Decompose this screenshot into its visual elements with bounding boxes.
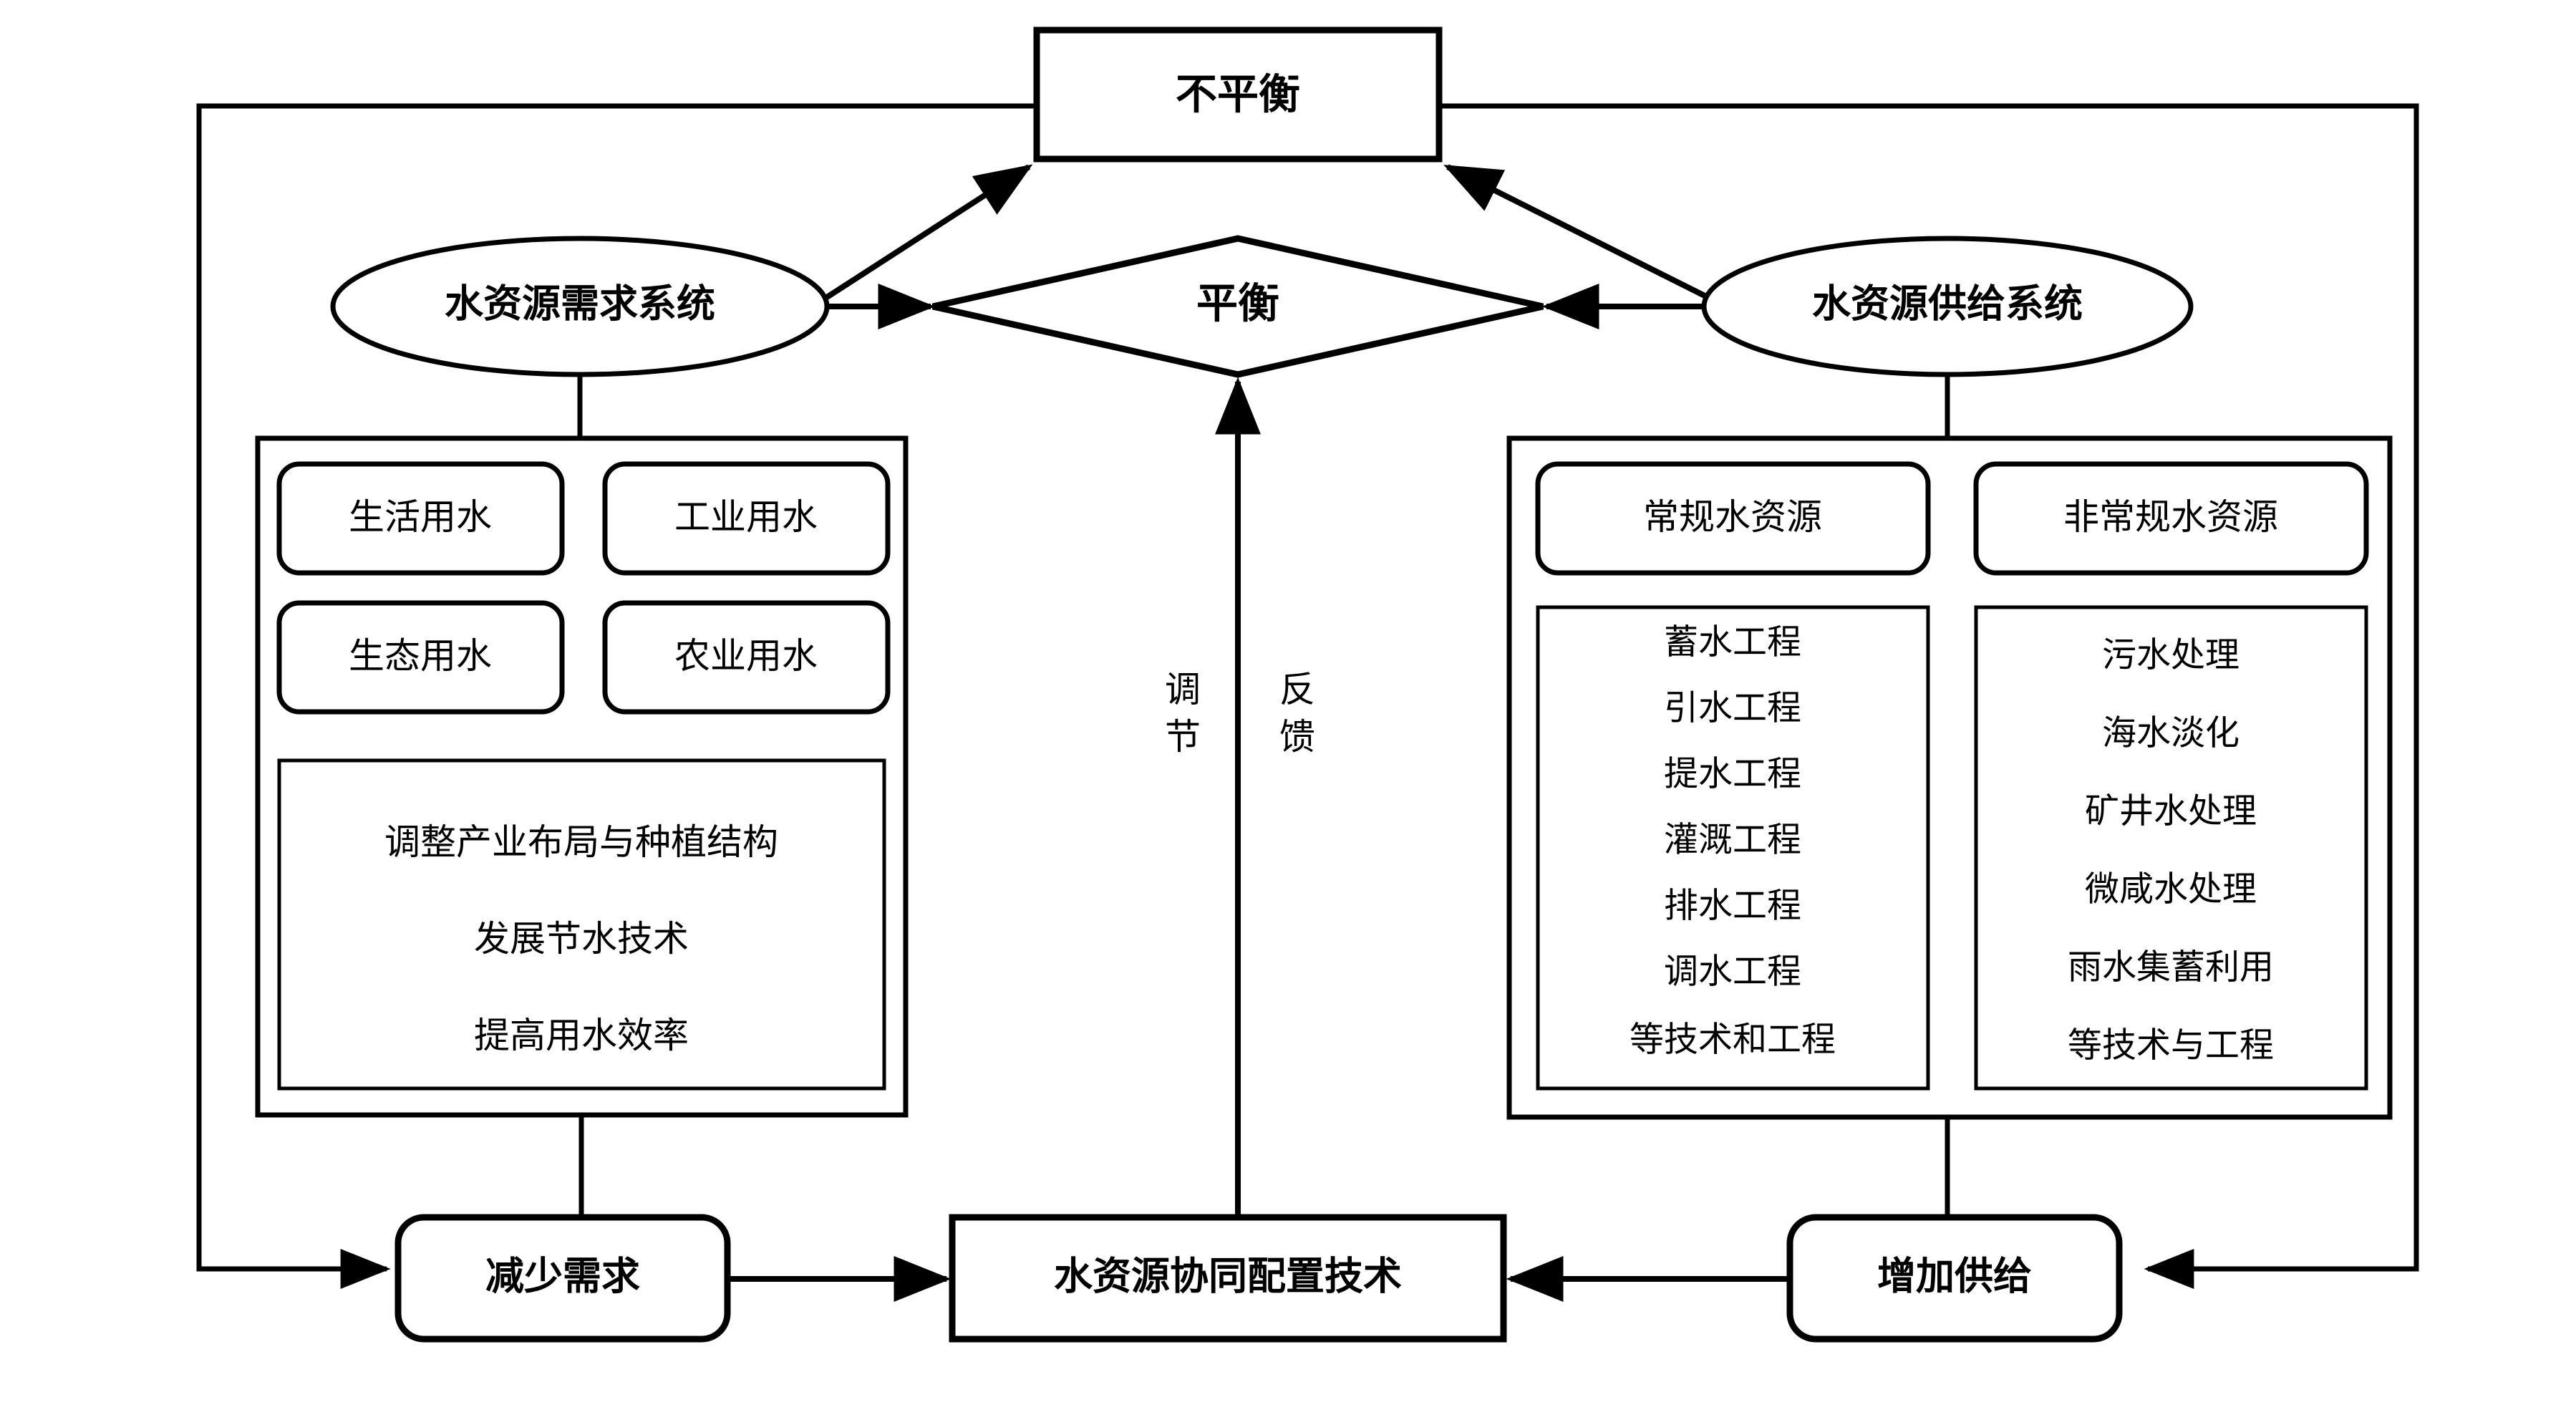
node-reduce-demand-label: 减少需求 [485,1255,640,1298]
demand-category-label-1: 工业用水 [674,497,818,537]
supply-item-1-5: 等技术与工程 [2068,1027,2274,1065]
demand-category-label-0: 生活用水 [349,497,492,537]
supply-item-0-0: 蓄水工程 [1664,624,1801,662]
supply-item-0-2: 提水工程 [1664,755,1801,793]
outer-frame-left-loop [196,103,1037,1289]
supply-group-header-label-0: 常规水资源 [1643,497,1822,537]
demand-category-label-2: 生态用水 [349,636,492,676]
supply-item-1-1: 海水淡化 [2102,715,2240,753]
demand-measure-line-1: 发展节水技术 [474,919,689,959]
outer-frame-right-loop [1439,103,2419,1289]
supply-item-0-3: 灌溉工程 [1664,821,1801,859]
supply-item-0-4: 排水工程 [1664,887,1801,925]
node-increase-supply-box[interactable] [1786,1214,2123,1343]
edge-label-feedback: 反馈 [1279,670,1315,757]
supply-item-0-6: 等技术和工程 [1630,1021,1836,1059]
node-increase-supply-label: 增加供给 [1877,1255,2032,1298]
edge-label-regulate: 调节 [1165,670,1201,757]
demand-category-box-0[interactable] [276,461,565,576]
supply-item-0-5: 调水工程 [1664,953,1801,991]
node-imbalance-label: 不平衡 [1176,71,1300,117]
node-core-tech-box[interactable] [949,1214,1507,1343]
supply-item-1-0: 污水处理 [2102,637,2240,675]
demand-category-box-1[interactable] [602,461,891,576]
node-core-tech-label: 水资源协同配置技术 [1054,1255,1402,1298]
supply-item-1-2: 矿井水处理 [2085,793,2257,831]
demand-category-box-3[interactable] [602,600,891,715]
demand-measure-line-2: 提高用水效率 [474,1015,689,1056]
demand-measures-box[interactable] [277,758,886,1091]
node-reduce-demand-box[interactable] [394,1214,731,1343]
node-balance-diamond[interactable] [932,235,1544,378]
supply-group-header-box-0[interactable] [1535,461,1931,576]
node-balance-label: 平衡 [1196,280,1279,327]
demand-category-box-2[interactable] [276,600,565,715]
demand-category-label-3: 农业用水 [674,636,818,676]
demand-measure-line-0: 调整产业布局与种植结构 [384,822,778,862]
supply-group-header-box-1[interactable] [1973,461,2369,576]
node-supply-system-label: 水资源供给系统 [1812,282,2083,325]
node-demand-system-label: 水资源需求系统 [445,282,715,325]
supply-item-0-1: 引水工程 [1664,690,1801,728]
supply-group-items-box-1[interactable] [1974,605,2368,1091]
edge-demand-to-imbalance [825,164,1033,300]
edge-supply-to-imbalance [1443,164,1709,300]
supply-group-items-box-0[interactable] [1536,605,1930,1091]
supply-item-1-3: 微咸水处理 [2085,871,2257,909]
node-imbalance-box[interactable] [1033,26,1443,163]
supply-item-1-4: 雨水集蓄利用 [2068,949,2274,987]
supply-group-header-label-1: 非常规水资源 [2063,497,2278,537]
